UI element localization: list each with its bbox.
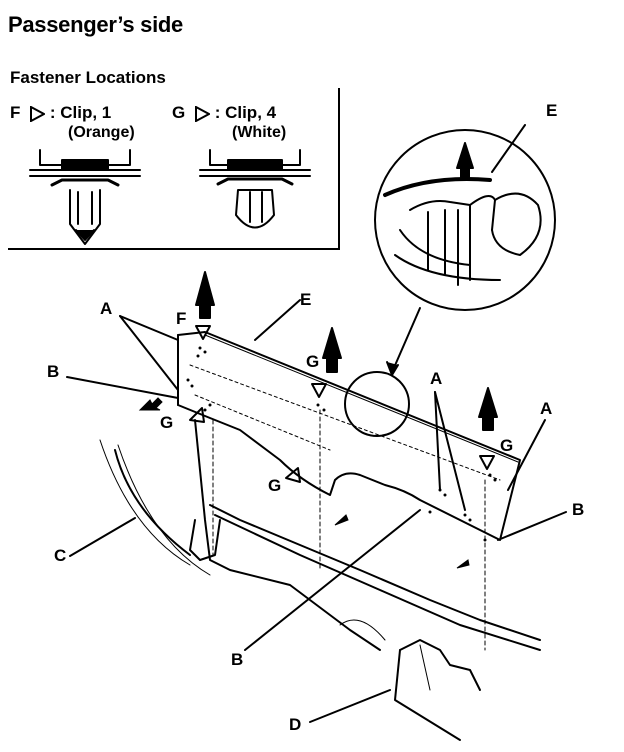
clip-g-marker [479, 455, 495, 470]
clip-f-illustration [29, 149, 141, 245]
fastener-f-letter: F [10, 103, 21, 122]
fastener-f-desc: : Clip, 1 [49, 103, 112, 122]
fastener-g-color: (White) [232, 124, 287, 141]
callout-a: A [430, 369, 443, 388]
callout-d: D [289, 715, 302, 734]
triangle-marker-icon [194, 105, 210, 122]
callout-a: A [540, 399, 553, 418]
callout-a: A [100, 299, 113, 318]
clip-f-marker [195, 325, 211, 340]
callout-c: C [54, 546, 67, 565]
callout-f: F [176, 309, 187, 328]
fastener-g-label: G : Clip, 4 [172, 104, 276, 122]
page-title: Passenger’s side [8, 12, 183, 37]
callout-g: G [268, 476, 282, 495]
fastener-f-color: (Orange) [68, 124, 135, 141]
callout-b: B [572, 500, 585, 519]
callout-e: E [300, 290, 312, 309]
clip-g-illustration [199, 149, 311, 229]
fastener-g-letter: G [172, 103, 186, 122]
fastener-g-desc: : Clip, 4 [214, 103, 277, 122]
clip-g-marker [311, 383, 327, 398]
callout-e-detail: E [546, 101, 558, 120]
clip-g-marker [189, 407, 205, 423]
callout-g: G [500, 436, 514, 455]
fastener-legend-box [8, 88, 340, 250]
callout-g: G [306, 352, 320, 371]
fastener-locations-heading: Fastener Locations [10, 68, 166, 87]
callout-b: B [231, 650, 244, 669]
magnified-detail [374, 129, 556, 311]
lower-body-panel [99, 419, 541, 741]
callout-g: G [160, 413, 174, 432]
clip-g-marker [285, 467, 301, 483]
callout-b: B [47, 362, 60, 381]
trim-panel-e [177, 331, 521, 541]
fastener-f-label: F : Clip, 1 [10, 104, 111, 122]
triangle-marker-icon [30, 105, 46, 122]
